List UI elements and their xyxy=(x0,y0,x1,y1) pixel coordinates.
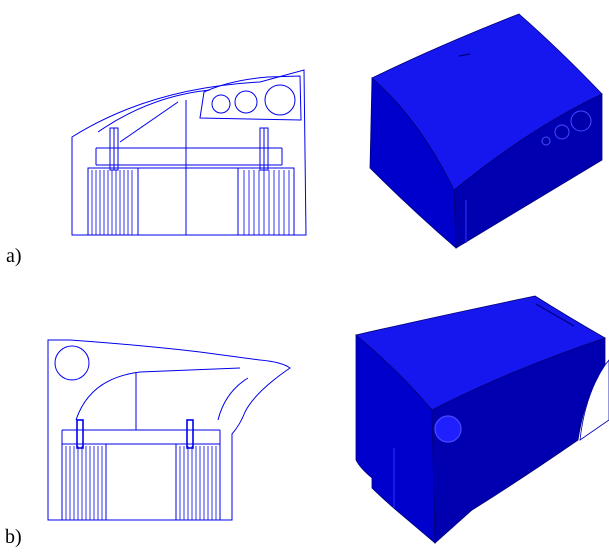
panel-a-base-block xyxy=(87,167,295,236)
panel-a-solid-top xyxy=(371,13,603,191)
panel-b-solid xyxy=(355,295,609,544)
panel-a-hole-small xyxy=(211,94,231,114)
panel-a-solid-hole-medium xyxy=(554,124,570,140)
panel-b-wireframe xyxy=(47,339,291,521)
panel-a-solid-hole-large xyxy=(570,110,592,132)
panel-b-solid-top xyxy=(355,295,606,411)
panel-b-base-block xyxy=(61,443,221,521)
panel-a-outline xyxy=(71,69,307,236)
panel-b-post-right xyxy=(186,419,194,449)
panel-a-hole-medium xyxy=(234,90,258,114)
panel-a-hole-housing xyxy=(199,75,302,121)
panel-a-label: a) xyxy=(6,245,22,267)
panel-a-solid xyxy=(369,13,603,249)
panel-a-wireframe xyxy=(71,69,307,236)
panel-b-right-hatch xyxy=(179,446,217,520)
panel-b-inner-arch-right xyxy=(217,377,249,421)
panel-b-solid-hole xyxy=(434,415,462,443)
panel-a-solid-hole-small xyxy=(541,136,551,146)
panel-b-inner-arch xyxy=(75,367,241,421)
panel-a-right-hatch xyxy=(243,170,290,235)
panel-b-post-left xyxy=(76,419,84,449)
panel-b-left-hatch xyxy=(65,446,103,520)
panel-b-outline xyxy=(47,339,291,521)
panel-a-inner-curve xyxy=(97,89,211,133)
panel-a-hole-large xyxy=(264,84,296,116)
panel-b-hole xyxy=(54,345,90,381)
panel-a-left-hatch xyxy=(91,170,133,235)
panel-b-label: b) xyxy=(5,526,22,548)
panel-b-solid-cutout xyxy=(579,359,609,441)
panel-a-diagonal xyxy=(119,101,179,143)
